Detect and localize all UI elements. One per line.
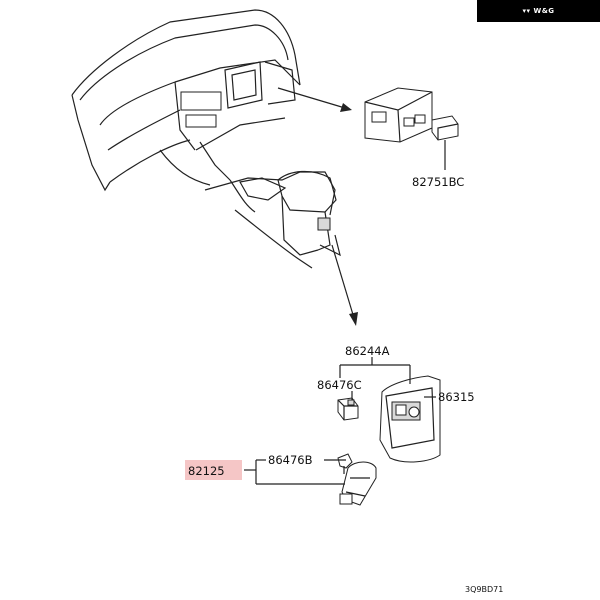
switch-panel-illustration <box>364 87 459 143</box>
leader-lines <box>244 140 446 485</box>
brand-logo-arrows: ▾▾ <box>522 7 531 15</box>
diagram-reference: 3Q9BD71 <box>465 585 503 594</box>
part-label-82125[interactable]: 82125 <box>188 464 225 478</box>
console-panel-illustration <box>337 375 441 506</box>
part-label-86476c[interactable]: 86476C <box>317 378 362 392</box>
brand-logo-text: W&G <box>533 7 555 15</box>
callout-arrows <box>277 87 358 326</box>
dashboard-illustration <box>71 9 341 269</box>
part-label-86476b[interactable]: 86476B <box>268 453 313 467</box>
brand-logo: ▾▾ W&G <box>477 0 600 22</box>
part-label-86244a[interactable]: 86244A <box>345 344 390 358</box>
part-label-86315[interactable]: 86315 <box>438 390 475 404</box>
part-highlight <box>185 460 242 480</box>
part-labels: 82751BC 86244A 86476C 86315 86476B 82125… <box>185 175 503 594</box>
part-label-82751bc[interactable]: 82751BC <box>412 175 464 189</box>
